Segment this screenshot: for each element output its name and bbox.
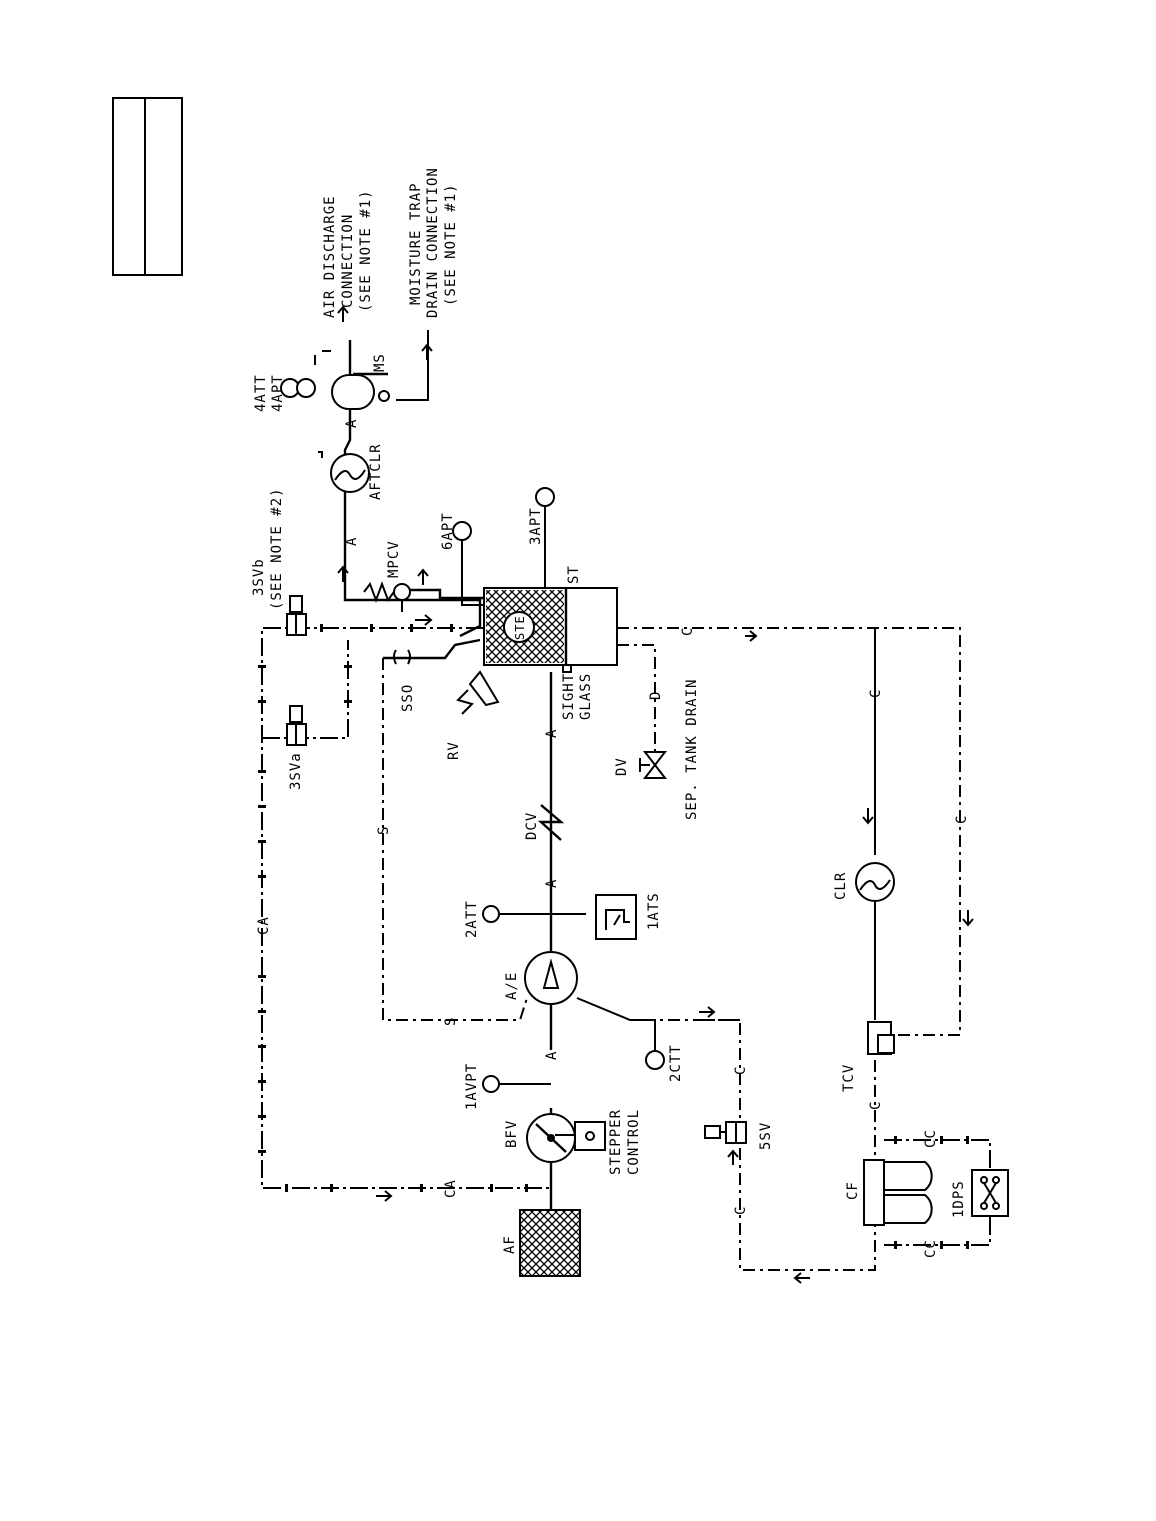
label-dcv: DCV <box>524 812 540 840</box>
label-6apt: 6APT <box>440 512 456 550</box>
relief-valve <box>456 670 500 715</box>
label-1ats: 1ATS <box>646 892 662 930</box>
temp-transmitter-2ctt <box>576 997 665 1070</box>
label-c-5: C <box>868 1101 884 1110</box>
label-cc-1: CC <box>923 1129 939 1148</box>
label-3sva: 3SVa <box>288 752 304 790</box>
label-st: ST <box>566 565 582 584</box>
moisture-trap-label-1: MOISTURE TRAP <box>408 182 424 305</box>
label-2ctt: 2CTT <box>668 1044 684 1082</box>
differential-pressure-switch <box>884 1136 1009 1249</box>
label-1avpt: 1AVPT <box>464 1063 480 1110</box>
label-d: D <box>648 691 664 700</box>
label-sso: SSO <box>400 684 416 712</box>
label-ae: A/E <box>504 972 520 1000</box>
label-c-3: C <box>954 815 970 824</box>
solenoid-3sva <box>286 705 307 746</box>
label-a-3: A <box>544 729 560 738</box>
pressure-taps <box>452 487 555 606</box>
sso-line <box>383 638 481 660</box>
coolant-filter <box>863 1159 933 1226</box>
label-sight-glass-1: SIGHT <box>561 673 577 720</box>
temp-switch-1ats <box>482 894 637 940</box>
label-cc-2: CC <box>923 1239 939 1258</box>
label-1dps: 1DPS <box>951 1180 967 1218</box>
label-ste: STE <box>513 615 527 640</box>
air-main-line <box>314 340 553 1188</box>
airend <box>524 951 578 1005</box>
tick-marks-ca <box>258 624 528 1192</box>
label-3svb-note: (SEE NOTE #2) <box>269 487 285 610</box>
label-rv: RV <box>446 741 462 760</box>
label-stepper-control-1: STEPPER <box>608 1109 624 1175</box>
label-ca-2: CA <box>443 1179 459 1198</box>
label-s-1: S <box>376 826 392 835</box>
label-a-4: A <box>544 879 560 888</box>
label-4apt: 4APT <box>270 374 286 412</box>
label-4att: 4ATT <box>253 374 269 412</box>
air-discharge-label-2: CONNECTION <box>340 214 356 308</box>
label-a-1: A <box>344 419 360 428</box>
label-ca-1: CA <box>256 916 272 935</box>
butterfly-valve <box>482 1075 606 1163</box>
moisture-separator <box>280 330 429 410</box>
label-a-5: A <box>544 1051 560 1060</box>
solenoid-3svb <box>286 595 307 636</box>
label-mpcv: MPCV <box>386 540 402 578</box>
oil-cooler <box>855 862 895 902</box>
air-filter <box>519 1188 581 1277</box>
label-bfv: BFV <box>504 1120 520 1148</box>
label-3svb: 3SVb <box>251 558 267 596</box>
thermal-control-valve <box>867 1021 895 1055</box>
dcv-check-valve <box>537 804 565 841</box>
label-cf: CF <box>845 1181 861 1200</box>
label-s-2: S <box>443 1017 459 1026</box>
labels: AIR DISCHARGE CONNECTION (SEE NOTE #1) M… <box>251 167 970 1258</box>
coolant-line <box>617 627 974 1284</box>
label-clr: CLR <box>833 872 849 900</box>
moisture-trap-label-2: DRAIN CONNECTION <box>425 167 441 318</box>
air-discharge-label-3: (SEE NOTE #1) <box>358 189 374 312</box>
label-tcv: TCV <box>841 1064 857 1092</box>
label-sep-tank-drain: SEP. TANK DRAIN <box>684 679 700 820</box>
air-discharge-label-1: AIR DISCHARGE <box>322 195 338 318</box>
label-sight-glass-2: GLASS <box>578 673 594 720</box>
label-aftclr: AFTCLR <box>368 443 384 500</box>
separator-tank <box>483 587 618 673</box>
solenoid-5sv <box>704 1121 747 1144</box>
label-ms: MS <box>372 353 388 372</box>
label-c-1: C <box>680 627 696 636</box>
discharge-arrows <box>337 305 433 585</box>
drain-line <box>617 644 668 779</box>
aftercooler <box>330 453 370 493</box>
control-air-line <box>258 614 551 1202</box>
label-2att: 2ATT <box>464 900 480 938</box>
label-c-4: C <box>733 1066 749 1075</box>
label-c-2: C <box>868 689 884 698</box>
label-3apt: 3APT <box>528 507 544 545</box>
moisture-trap-label-3: (SEE NOTE #1) <box>443 183 459 306</box>
title-block <box>112 97 183 276</box>
label-af: AF <box>502 1235 518 1254</box>
label-stepper-control-2: CONTROL <box>626 1109 642 1175</box>
scavenge-line <box>382 649 528 1021</box>
label-a-2: A <box>344 537 360 546</box>
label-dv: DV <box>614 757 630 776</box>
label-c-6: C <box>733 1206 749 1215</box>
mpcv-valve <box>363 581 484 612</box>
label-5sv: 5SV <box>758 1122 774 1150</box>
